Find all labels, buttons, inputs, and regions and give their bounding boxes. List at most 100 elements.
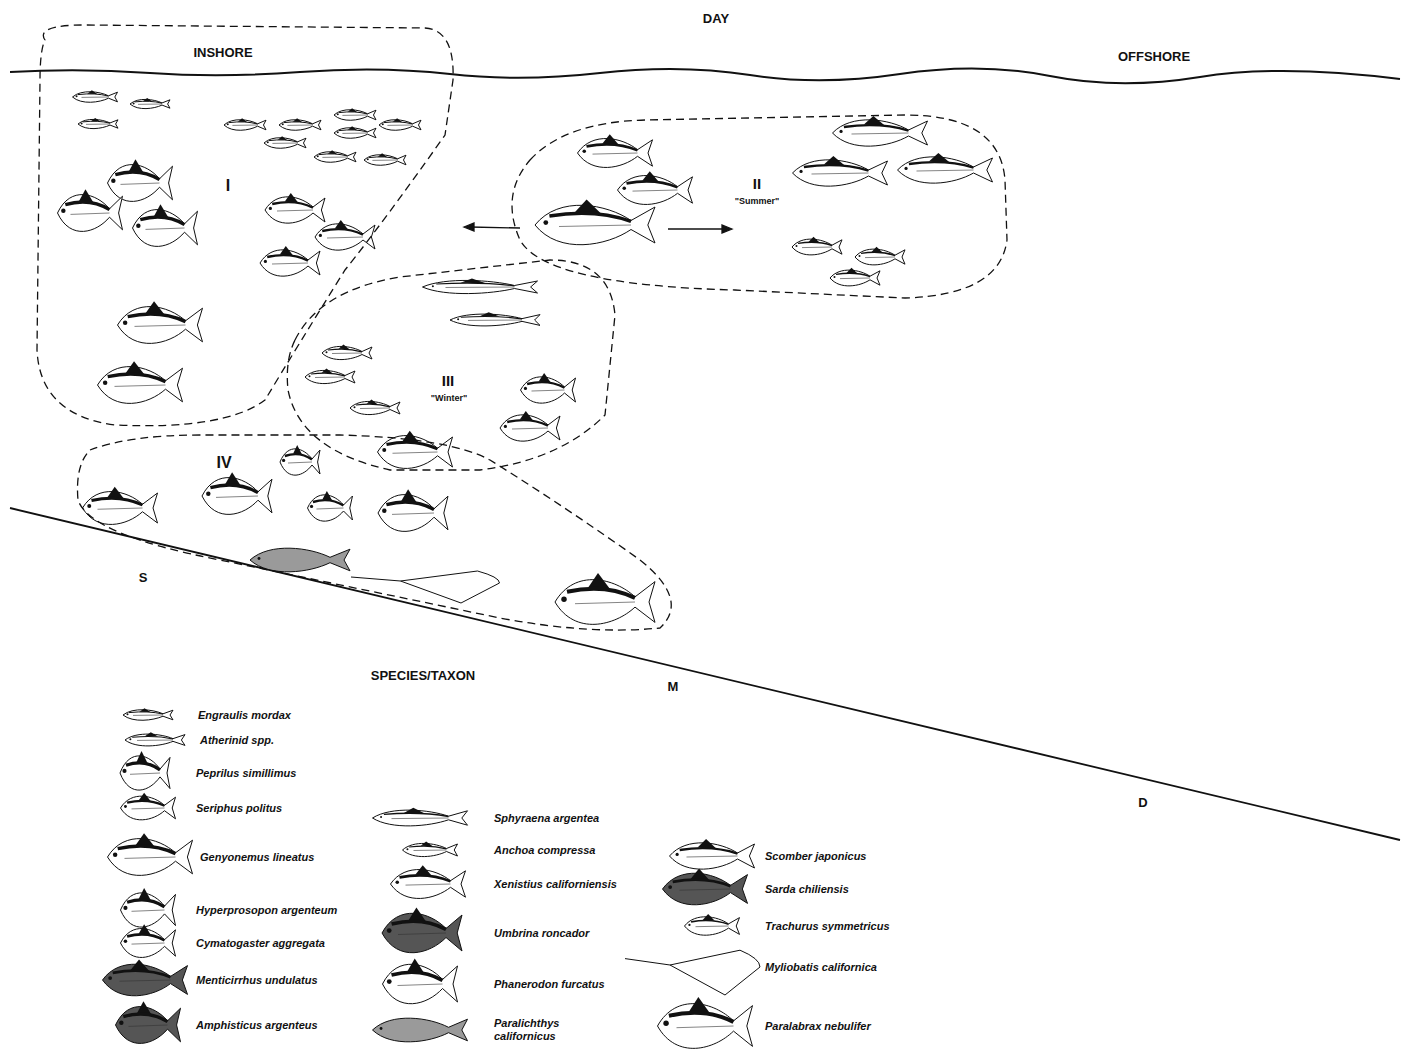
back-shade xyxy=(140,217,184,225)
fish-eye xyxy=(267,141,269,143)
fish-eye xyxy=(87,504,91,508)
species-name: Myliobatis californica xyxy=(765,961,877,973)
lateral-line xyxy=(812,173,869,174)
back-shade xyxy=(680,848,738,853)
back-shade xyxy=(210,485,258,493)
species-name: Scomber japonicus xyxy=(765,850,866,862)
fish-eye xyxy=(380,1027,383,1030)
fish-eye xyxy=(123,321,127,325)
fish-icon xyxy=(450,312,540,326)
region-number: I xyxy=(226,177,230,195)
back-shade xyxy=(126,763,160,770)
back-shade xyxy=(387,442,438,449)
species-name: Seriphus politus xyxy=(196,802,282,814)
fish-eye xyxy=(129,738,131,740)
lateral-line xyxy=(342,115,367,116)
back-shade xyxy=(285,454,312,459)
fish-eye xyxy=(799,170,802,173)
assemblage-region: IV xyxy=(70,430,680,640)
fish-eye xyxy=(113,853,117,857)
water-surface xyxy=(10,68,1400,83)
fish-group xyxy=(58,90,993,624)
fish-icon xyxy=(315,220,375,250)
back-shade xyxy=(132,736,173,738)
fish-icon xyxy=(378,431,453,469)
species-name: Amphisticus argenteus xyxy=(196,1019,318,1031)
species-name: Anchoa compressa xyxy=(494,844,595,856)
dashed-boundary xyxy=(37,25,453,426)
back-shade xyxy=(311,373,345,376)
fish-icon xyxy=(118,301,203,343)
fish-eye xyxy=(904,167,907,170)
fish-eye xyxy=(136,224,140,228)
species-name: Atherinid spp. xyxy=(200,734,274,746)
fish-icon xyxy=(58,189,123,231)
fish-icon xyxy=(280,445,320,475)
fish-eye xyxy=(859,255,861,257)
fish-eye xyxy=(310,505,313,508)
fish-eye xyxy=(227,123,229,125)
fish-icon xyxy=(618,171,693,204)
back-shade xyxy=(356,404,390,407)
ray-tail xyxy=(625,959,670,965)
fish-icon xyxy=(130,98,170,109)
back-shade xyxy=(836,273,870,276)
fish-icon xyxy=(250,548,350,572)
fish-eye xyxy=(103,381,107,385)
back-shade xyxy=(272,202,313,207)
fish-icon xyxy=(500,411,560,441)
back-shade xyxy=(909,162,974,167)
back-shade xyxy=(328,349,362,352)
fish-eye xyxy=(406,848,408,850)
fish-eye xyxy=(119,1021,123,1025)
back-shade xyxy=(384,813,449,816)
back-shade xyxy=(83,121,110,123)
lateral-line xyxy=(398,984,443,986)
fish-eye xyxy=(81,122,83,124)
back-shade xyxy=(339,112,368,114)
fish-icon xyxy=(121,793,176,820)
lateral-line xyxy=(137,740,173,741)
lateral-line xyxy=(575,602,635,604)
lateral-line xyxy=(327,237,363,238)
fish-eye xyxy=(61,209,65,213)
fish-icon xyxy=(121,888,176,927)
fish-icon xyxy=(521,373,576,403)
species-name: Paralabrax nebulifer xyxy=(765,1020,871,1032)
fish-icon xyxy=(792,237,842,255)
back-shade xyxy=(384,122,413,124)
lateral-line xyxy=(532,390,565,391)
back-shade xyxy=(567,589,635,598)
arrow-line xyxy=(668,228,726,229)
lateral-line xyxy=(414,850,447,852)
back-shade xyxy=(115,172,159,180)
back-shade xyxy=(527,382,564,387)
lateral-line xyxy=(133,715,163,716)
species-name: Xenistius californiensis xyxy=(494,878,617,890)
species-name: Sarda chiliensis xyxy=(765,883,849,895)
lateral-line xyxy=(98,508,143,509)
lateral-line xyxy=(840,278,870,280)
fish-icon xyxy=(83,487,158,525)
species-name: Umbrina roncador xyxy=(494,927,589,939)
back-shade xyxy=(322,229,363,234)
back-shade xyxy=(392,972,443,980)
lateral-line xyxy=(852,133,909,134)
lateral-line xyxy=(86,124,110,125)
fish-icon xyxy=(78,118,118,129)
back-shade xyxy=(123,1014,167,1022)
fish-eye xyxy=(834,276,836,278)
fish-eye xyxy=(76,95,78,97)
back-shade xyxy=(129,712,163,714)
lateral-line xyxy=(138,104,162,105)
lateral-line xyxy=(146,228,185,229)
lateral-line xyxy=(132,808,165,810)
back-shade xyxy=(127,801,164,806)
fish-icon xyxy=(73,90,118,102)
region-number: IV xyxy=(216,454,231,472)
fish-eye xyxy=(382,509,386,513)
ray-tail xyxy=(351,577,401,581)
assemblage-region: I xyxy=(25,20,460,435)
back-shade xyxy=(400,875,451,881)
fish-icon xyxy=(98,361,183,403)
